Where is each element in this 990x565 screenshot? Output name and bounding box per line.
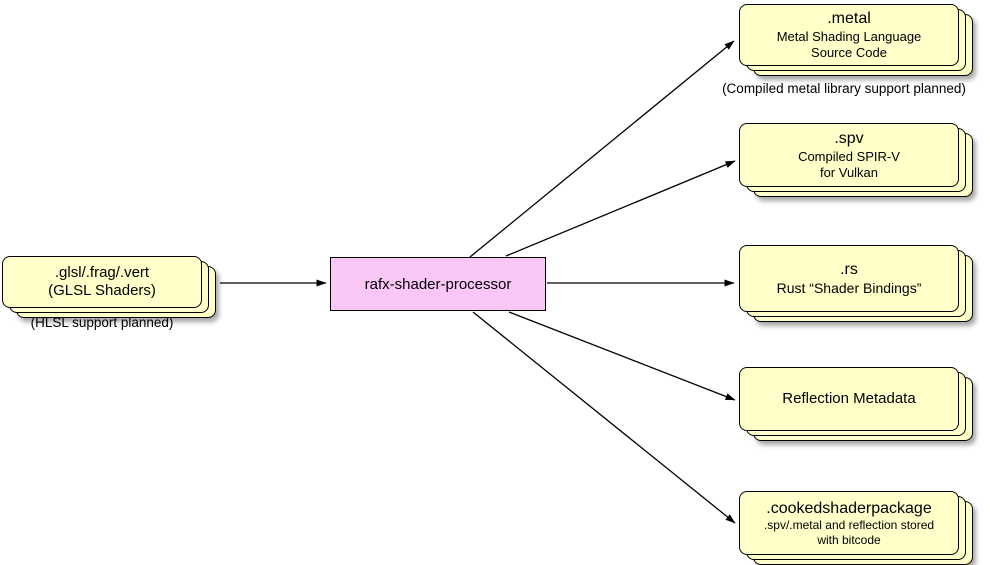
hlsl-caption: (HLSL support planned) <box>30 315 174 330</box>
metal-sub2: Source Code <box>811 44 887 60</box>
node-glsl-source: .glsl/.frag/.vert (GLSL Shaders) <box>2 256 216 318</box>
glsl-source-box: .glsl/.frag/.vert (GLSL Shaders) <box>2 256 202 308</box>
reflection-output-box: Reflection Metadata <box>739 367 959 431</box>
spv-title: .spv <box>834 130 864 148</box>
spv-output-box: .spv Compiled SPIR-V for Vulkan <box>739 123 959 187</box>
cooked-output-box: .cookedshaderpackage .spv/.metal and ref… <box>739 491 959 555</box>
spv-sub2: for Vulkan <box>819 164 879 180</box>
cooked-title: .cookedshaderpackage <box>766 499 932 517</box>
metal-caption: (Compiled metal library support planned) <box>722 81 966 96</box>
rs-title: .rs <box>840 261 858 279</box>
metal-output-box: .metal Metal Shading Language Source Cod… <box>739 4 959 66</box>
cooked-sub2: with bitcode <box>817 532 881 547</box>
node-rs-output: .rs Rust “Shader Bindings” <box>739 245 973 322</box>
node-reflection-metadata-output: Reflection Metadata <box>739 367 973 441</box>
spv-sub1: Compiled SPIR-V <box>798 148 900 164</box>
rs-output-box: .rs Rust “Shader Bindings” <box>739 245 959 312</box>
arrow-processor-to-cooked <box>472 311 736 524</box>
arrow-processor-to-metal <box>469 40 735 258</box>
processor-label: rafx-shader-processor <box>364 275 512 293</box>
reflection-title: Reflection Metadata <box>782 389 916 407</box>
node-cookedshaderpackage-output: .cookedshaderpackage .spv/.metal and ref… <box>739 491 973 565</box>
glsl-source-title: .glsl/.frag/.vert <box>54 263 150 281</box>
arrow-processor-to-reflection <box>508 311 736 401</box>
node-spv-output: .spv Compiled SPIR-V for Vulkan <box>739 123 973 197</box>
metal-title: .metal <box>827 10 871 28</box>
cooked-sub1: .spv/.metal and reflection stored <box>763 518 935 533</box>
glsl-source-subtitle: (GLSL Shaders) <box>48 282 156 299</box>
rs-sub1: Rust “Shader Bindings” <box>776 279 922 296</box>
arrow-processor-to-spv <box>505 160 736 257</box>
metal-sub1: Metal Shading Language <box>776 28 922 44</box>
node-rafx-shader-processor: rafx-shader-processor <box>330 257 546 311</box>
node-metal-output: .metal Metal Shading Language Source Cod… <box>739 4 973 76</box>
